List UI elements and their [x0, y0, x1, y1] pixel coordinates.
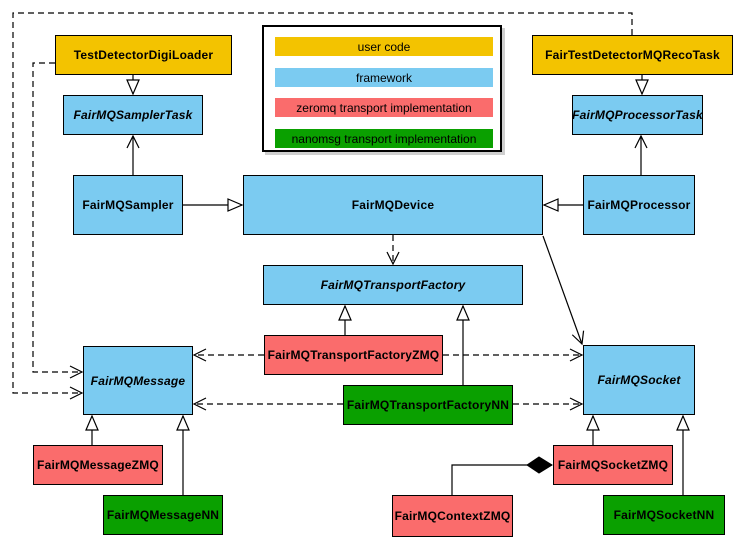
node-fairmqprocessortask: FairMQProcessorTask — [572, 95, 703, 135]
node-fairmqmessagenn: FairMQMessageNN — [103, 495, 223, 535]
legend-item-zeromq: zeromq transport implementation — [275, 98, 493, 117]
legend-item-nanomsg: nanomsg transport implementation — [275, 129, 493, 148]
node-fairmqdevice: FairMQDevice — [243, 175, 543, 235]
node-fairmqtransportfactoryzmq: FairMQTransportFactoryZMQ — [264, 335, 443, 375]
node-fairmqsocketzmq: FairMQSocketZMQ — [553, 445, 673, 485]
node-fairmqprocessor: FairMQProcessor — [583, 175, 695, 235]
legend-item-framework: framework — [275, 68, 493, 87]
edge-recotask-message — [12, 12, 633, 400]
node-fairtestdetectormqrecotask: FairTestDetectorMQRecoTask — [532, 35, 733, 75]
node-testdetectordigiloader: TestDetectorDigiLoader — [55, 35, 232, 75]
node-fairmqsamplertask: FairMQSamplerTask — [63, 95, 203, 135]
node-fairmqmessagezmq: FairMQMessageZMQ — [33, 445, 163, 485]
edge-device-socket — [542, 235, 585, 346]
edge-digiloader-message — [32, 62, 84, 379]
node-fairmqtransportfactory: FairMQTransportFactory — [263, 265, 523, 305]
node-fairmqmessage: FairMQMessage — [83, 346, 193, 415]
node-fairmqcontextzmq: FairMQContextZMQ — [392, 495, 513, 537]
legend-box: user code framework zeromq transport imp… — [262, 25, 502, 152]
node-fairmqsocket: FairMQSocket — [583, 345, 695, 415]
node-fairmqsampler: FairMQSampler — [73, 175, 183, 235]
node-fairmqtransportfactorynn: FairMQTransportFactoryNN — [343, 385, 513, 425]
legend-item-user-code: user code — [275, 37, 493, 56]
node-fairmqsocketnn: FairMQSocketNN — [603, 495, 725, 535]
edge-contextzmq-socketzmq-composition — [451, 456, 553, 495]
